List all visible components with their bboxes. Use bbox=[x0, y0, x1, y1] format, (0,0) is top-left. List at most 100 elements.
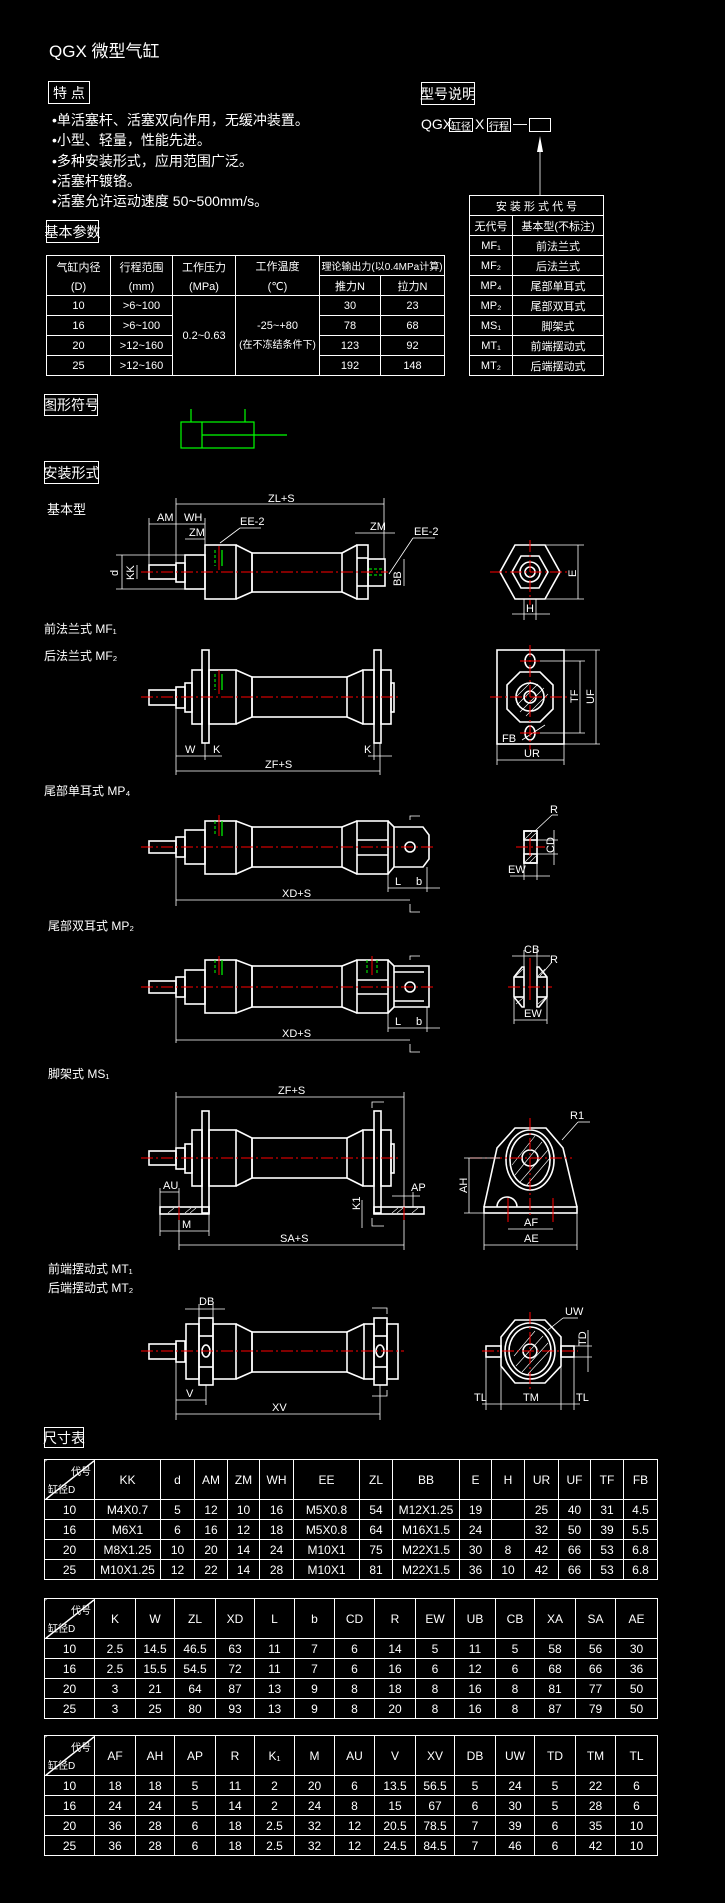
value-cell: 9 bbox=[294, 1678, 335, 1699]
model-dash: — bbox=[513, 115, 527, 131]
mt-side-view: UW TD TL TM TL bbox=[474, 1306, 592, 1410]
value-cell: M8X1.25 bbox=[94, 1539, 161, 1560]
view-label-mp2: 尾部双耳式 MP₂ bbox=[48, 919, 134, 933]
value-cell: 20 bbox=[374, 1698, 416, 1719]
symbol-heading: 图形符号 bbox=[43, 394, 99, 416]
features-heading: 特 点 bbox=[48, 81, 90, 104]
dim-d: d bbox=[109, 570, 121, 576]
bore-cell: 25 bbox=[44, 1835, 95, 1856]
column-header: ZM bbox=[227, 1459, 260, 1500]
dim-r1: R1 bbox=[570, 1110, 584, 1122]
value-cell: 3 bbox=[94, 1678, 136, 1699]
dim-k-rear: K bbox=[364, 744, 372, 756]
value-cell: 2 bbox=[254, 1795, 295, 1816]
value-cell: 24 bbox=[135, 1795, 175, 1816]
dim-am: AM bbox=[157, 512, 174, 524]
value-cell: 18 bbox=[215, 1835, 255, 1856]
value-cell: 81 bbox=[534, 1678, 576, 1699]
dim-k1: K1 bbox=[351, 1197, 363, 1210]
value-cell: 2 bbox=[254, 1775, 295, 1796]
feature-item: •单活塞杆、活塞双向作用，无缓冲装置。 bbox=[52, 112, 309, 128]
bore-cell: 20 bbox=[44, 1815, 95, 1836]
value-cell: 84.5 bbox=[415, 1835, 455, 1856]
value-cell: 53 bbox=[590, 1539, 624, 1560]
mp4-side-view: R CD EW bbox=[508, 804, 558, 880]
value-cell: 20 bbox=[194, 1539, 228, 1560]
value-cell: M4X0.7 bbox=[94, 1499, 161, 1520]
bore-cell: 10 bbox=[44, 1775, 95, 1796]
header-temp: 工作温度(℃) bbox=[235, 255, 320, 296]
value-cell: 54.5 bbox=[174, 1658, 216, 1679]
value-cell: 75 bbox=[359, 1539, 393, 1560]
value-cell: 7 bbox=[454, 1815, 496, 1836]
dim-ee-rear: EE-2 bbox=[414, 526, 438, 538]
bore-cell: 10 bbox=[44, 1499, 95, 1520]
value-cell: 30 bbox=[459, 1539, 492, 1560]
mount-name: 尾部单耳式 bbox=[512, 275, 604, 296]
dim-h: H bbox=[526, 603, 534, 615]
value-cell: 8 bbox=[334, 1795, 375, 1816]
header-force: 理论输出力(以0.4MPa计算) bbox=[319, 255, 445, 276]
value-cell: 7 bbox=[294, 1638, 335, 1659]
column-header: UB bbox=[454, 1598, 496, 1639]
dim-db: DB bbox=[199, 1296, 214, 1308]
value-cell: 39 bbox=[590, 1519, 624, 1540]
dim-ae: AE bbox=[524, 1233, 539, 1245]
cylinder-symbol bbox=[180, 409, 287, 449]
value-cell: 87 bbox=[534, 1698, 576, 1719]
value-cell: 58 bbox=[534, 1638, 576, 1659]
dim-zls: ZL+S bbox=[268, 493, 295, 505]
value-cell: 7 bbox=[294, 1658, 335, 1679]
value-cell: 13 bbox=[254, 1698, 295, 1719]
value-cell: 6 bbox=[415, 1658, 455, 1679]
dim-ah: AH bbox=[458, 1178, 470, 1193]
value-cell: 5 bbox=[534, 1775, 576, 1796]
value-cell: 42 bbox=[524, 1539, 559, 1560]
bore-cell: 20 bbox=[44, 1539, 95, 1560]
model-heading: 型号说明 bbox=[420, 82, 476, 105]
drawing-title: QGX 微型气缸 bbox=[49, 42, 160, 61]
dim-ew-mp2: EW bbox=[524, 1008, 542, 1020]
column-header: K₁ bbox=[254, 1735, 295, 1776]
dim-ur: UR bbox=[524, 748, 540, 760]
value-cell: 2.5 bbox=[94, 1658, 136, 1679]
value-cell: 31 bbox=[590, 1499, 624, 1520]
mt-front-view: DB V XV bbox=[141, 1296, 404, 1420]
value-cell: 80 bbox=[174, 1698, 216, 1719]
value-cell: 6.8 bbox=[623, 1559, 658, 1580]
mount-code: MS₁ bbox=[469, 315, 513, 336]
value-cell: 64 bbox=[359, 1519, 393, 1540]
dim-xds-mp2: XD+S bbox=[282, 1028, 311, 1040]
value-cell: 30 bbox=[615, 1638, 658, 1659]
value-cell: M10X1 bbox=[293, 1559, 360, 1580]
column-header: H bbox=[491, 1459, 525, 1500]
dim-fb: FB bbox=[502, 733, 516, 745]
value-cell: 40 bbox=[558, 1499, 591, 1520]
value-cell: 18 bbox=[259, 1519, 294, 1540]
dim-zm: ZM bbox=[189, 527, 205, 539]
value-cell: M5X0.8 bbox=[293, 1499, 360, 1520]
value-cell: 12 bbox=[194, 1499, 228, 1520]
params-heading: 基本参数 bbox=[45, 220, 101, 243]
value-cell: 6 bbox=[495, 1658, 535, 1679]
dim-b: b bbox=[416, 876, 422, 888]
dim-af: AF bbox=[524, 1217, 538, 1229]
column-header: AF bbox=[94, 1735, 136, 1776]
dim-xv: XV bbox=[272, 1402, 287, 1414]
value-cell: 13 bbox=[254, 1678, 295, 1699]
column-header: b bbox=[294, 1598, 335, 1639]
value-cell: 8 bbox=[415, 1698, 455, 1719]
model-separator: X bbox=[475, 116, 485, 132]
corner-header: 代号缸径D bbox=[44, 1735, 95, 1776]
bore-cell: 25 bbox=[46, 355, 111, 376]
value-cell: M6X1 bbox=[94, 1519, 161, 1540]
view-label-mp4: 尾部单耳式 MP₄ bbox=[44, 784, 131, 798]
value-cell: 2.5 bbox=[94, 1638, 136, 1659]
value-cell: 10 bbox=[227, 1499, 260, 1520]
